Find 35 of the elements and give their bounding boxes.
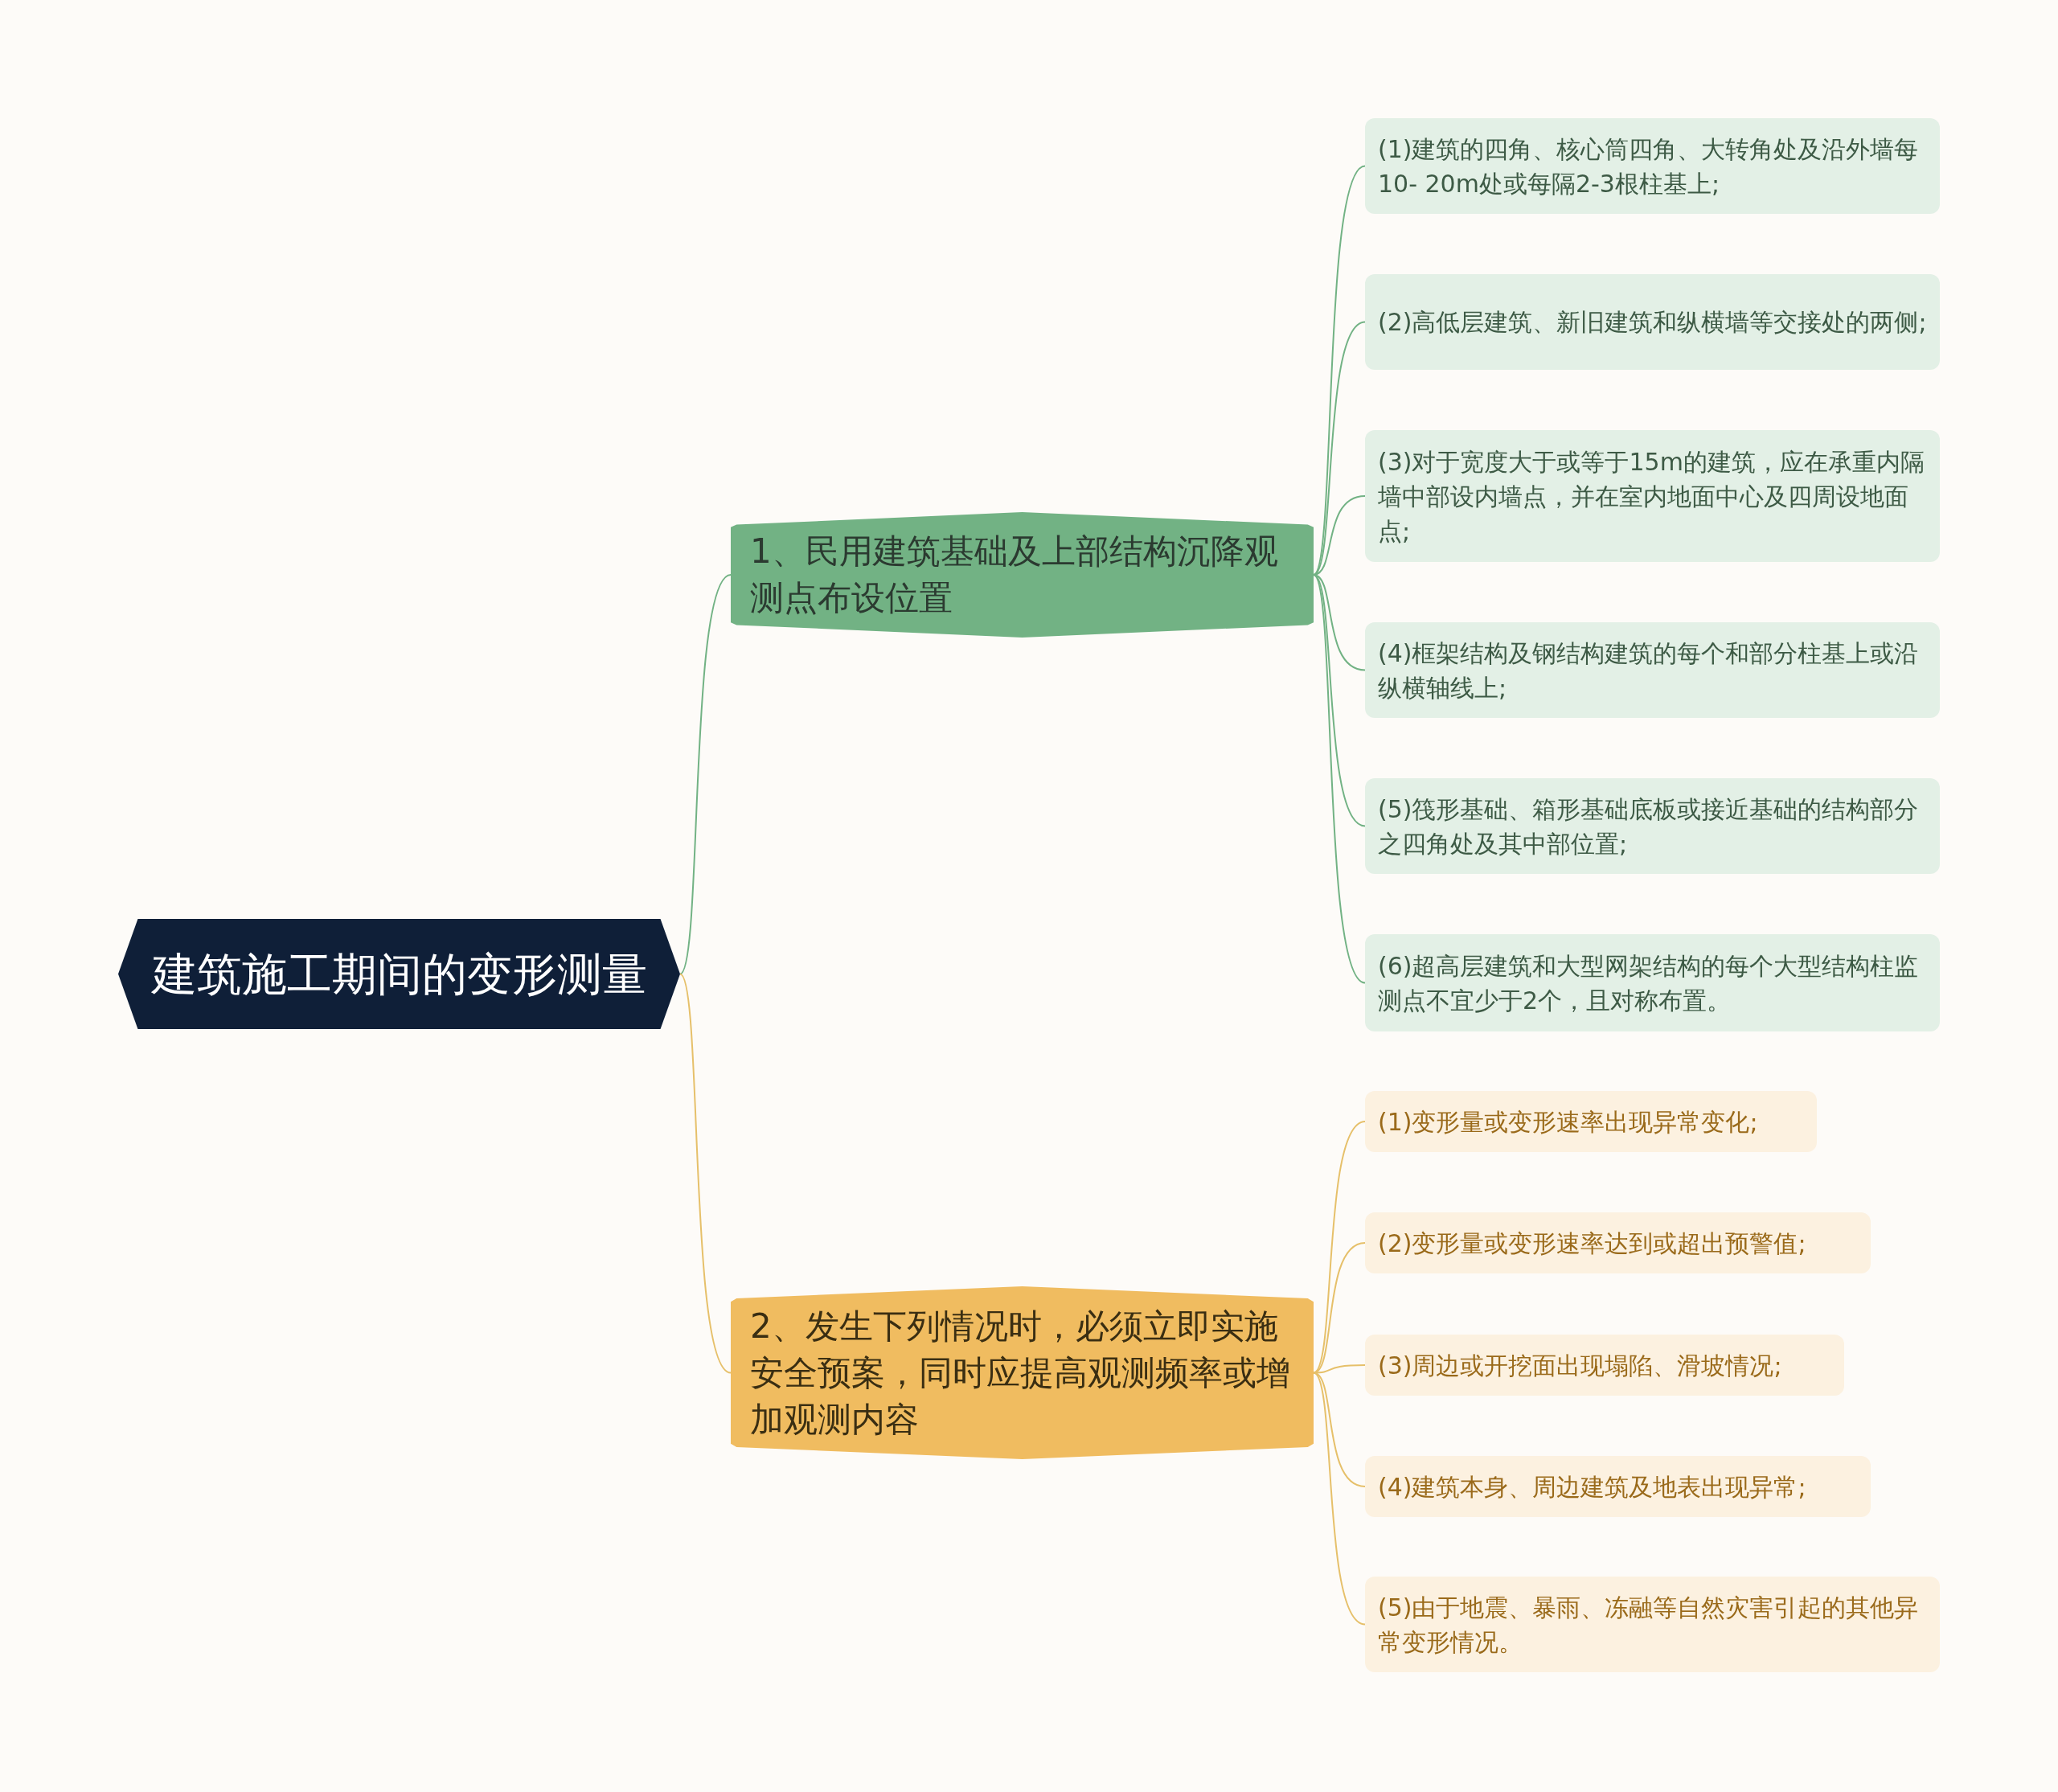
connector-line: [1313, 165, 1366, 576]
branch-topic: [731, 512, 1314, 638]
topic-text: (3)周边或开挖面出现塌陷、滑坡情况;: [1378, 1350, 1782, 1381]
subtopic: [1365, 1335, 1844, 1396]
topic-text: (2)变形量或变形速率达到或超出预警值;: [1378, 1228, 1806, 1259]
subtopic: [1365, 1577, 1940, 1672]
topic-text: (1)变形量或变形速率出现异常变化;: [1378, 1106, 1758, 1138]
subtopic: [1365, 1212, 1871, 1273]
subtopic: [1365, 118, 1940, 214]
subtopic: [1365, 622, 1940, 718]
topic-text: (5)由于地震、暴雨、冻融等自然灾害引起的其他异常变形情况。: [1378, 1592, 1920, 1658]
topic-text: (3)对于宽度大于或等于15m的建筑，应在承重内隔墙中部设内墙点，并在室内地面中心及四周设地面点;: [1378, 446, 1925, 547]
topic-text: (1)建筑的四角、核心筒四角、大转角处及沿外墙每10- 20m处或每隔2-3根柱基上;: [1378, 133, 1920, 199]
subtopic: [1365, 1091, 1817, 1152]
branch-topic: [731, 1286, 1314, 1459]
connector-line: [679, 973, 732, 1374]
root-topic: [118, 919, 680, 1029]
connector-line: [1313, 574, 1366, 984]
topic-text: (4)框架结构及钢结构建筑的每个和部分柱基上或沿纵横轴线上;: [1378, 638, 1920, 703]
topic-text: (5)筏形基础、箱形基础底板或接近基础的结构部分之四角处及其中部位置;: [1378, 793, 1920, 859]
subtopic: [1365, 274, 1940, 370]
topic-text: 2、发生下列情况时，必须立即实施安全预案，同时应提高观测频率或增加观测内容: [750, 1305, 1291, 1441]
topic-text: (2)高低层建筑、新旧建筑和纵横墙等交接处的两侧;: [1378, 307, 1927, 338]
subtopic: [1365, 430, 1940, 562]
subtopic: [1365, 778, 1940, 874]
connector-line: [1313, 574, 1366, 827]
connector-line: [1313, 1121, 1366, 1374]
subtopic: [1365, 934, 1940, 1031]
topic-text: (6)超高层建筑和大型网架结构的每个大型结构柱监测点不宜少于2个，且对称布置。: [1378, 950, 1920, 1016]
topic-text: 1、民用建筑基础及上部结构沉降观测点布设位置: [750, 531, 1279, 619]
connector-line: [679, 574, 732, 975]
connector-line: [1313, 1372, 1366, 1626]
topic-text: (4)建筑本身、周边建筑及地表出现异常;: [1378, 1471, 1806, 1503]
topic-text: 建筑施工期间的变形测量: [151, 946, 647, 1002]
subtopic: [1365, 1456, 1871, 1517]
